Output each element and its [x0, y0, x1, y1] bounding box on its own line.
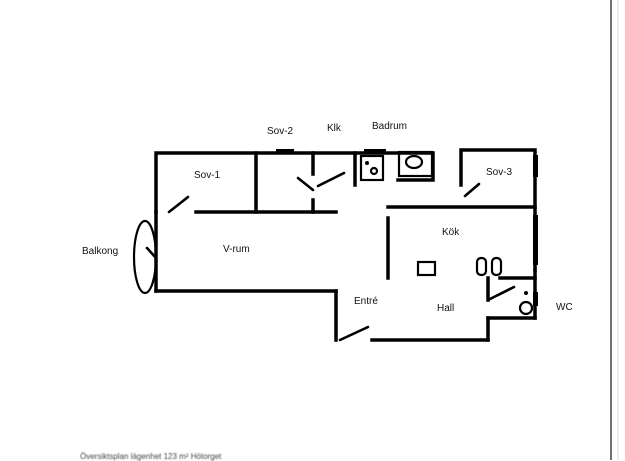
plan-caption: Översiktsplan lägenhet 123 m² Hötorget [80, 452, 222, 461]
kitchen-sink [416, 260, 437, 277]
label-wc: WC [556, 302, 573, 313]
bathroom-fixtures [359, 150, 434, 182]
door-sov3 [463, 182, 481, 198]
door-klk [316, 171, 346, 188]
label-sov1: Sov-1 [194, 170, 221, 181]
door-sov1 [167, 195, 190, 214]
wc-toilet [518, 300, 534, 316]
wc-fixtures [518, 291, 534, 316]
door-wc [486, 285, 516, 302]
label-badrum: Badrum [372, 121, 407, 132]
window-kok [533, 215, 538, 265]
balcony-outline [132, 219, 158, 295]
door-sov2 [296, 176, 315, 192]
kitchen-stove-right [490, 256, 503, 277]
bathroom-toilet [359, 154, 385, 182]
label-klk: Klk [327, 123, 342, 134]
door-balkong [145, 246, 158, 260]
window-sov3 [533, 155, 538, 177]
label-hall: Hall [437, 303, 454, 314]
label-sov2: Sov-2 [267, 126, 294, 137]
window-sov2 [276, 149, 294, 154]
bathroom-tub [397, 150, 434, 178]
interior-walls [194, 151, 537, 302]
kitchen-stove-left [475, 256, 488, 277]
label-vrum: V-rum [223, 244, 250, 255]
kitchen-fixtures [416, 256, 503, 277]
door-entre [338, 325, 370, 342]
window-badrum [364, 149, 386, 154]
label-sov3: Sov-3 [486, 167, 513, 178]
room-labels: Sov-1 Sov-2 Klk Badrum Sov-3 Balkong V-r… [82, 121, 573, 314]
windows [276, 149, 538, 306]
label-balkong: Balkong [82, 246, 118, 257]
window-wc [533, 292, 538, 306]
doors [145, 171, 516, 342]
label-entre: Entré [354, 296, 378, 307]
label-kok: Kök [442, 227, 460, 238]
